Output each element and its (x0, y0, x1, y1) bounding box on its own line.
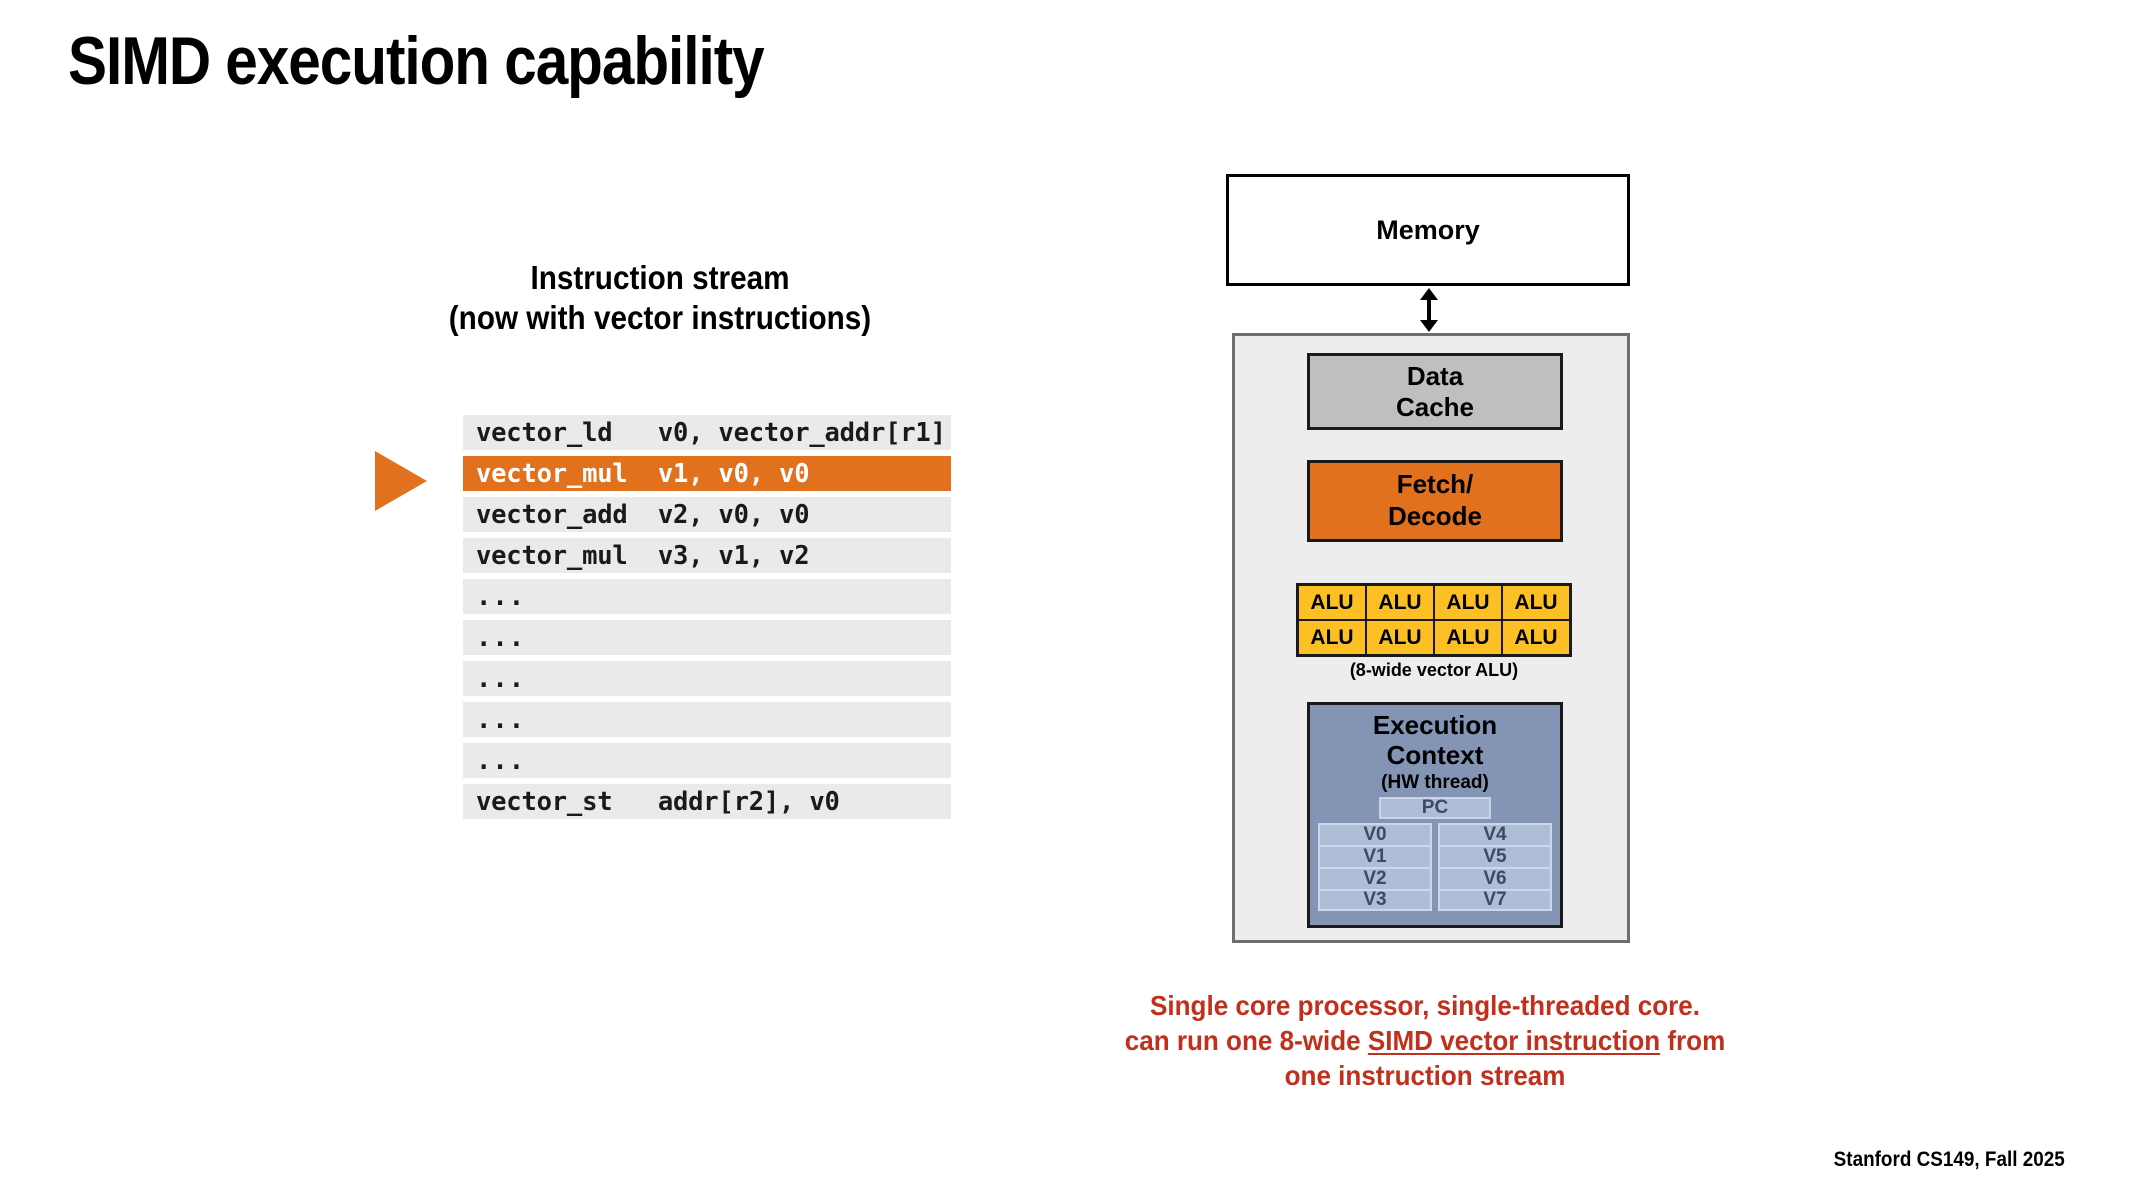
alu-unit: ALU (1503, 586, 1569, 619)
instruction-row[interactable]: vector_add v2, v0, v0 (463, 497, 951, 532)
vector-register: V6 (1438, 866, 1552, 889)
data-cache-block: Data Cache (1307, 353, 1563, 430)
instruction-row[interactable]: vector_st addr[r2], v0 (463, 784, 951, 819)
current-instruction-pointer-icon (375, 451, 427, 511)
vector-register-file: V0 V1 V2 V3 V4 V5 V6 V7 (1318, 822, 1552, 911)
alu-unit: ALU (1367, 586, 1433, 619)
instruction-row[interactable]: ... (463, 661, 951, 696)
instruction-row-current[interactable]: vector_mul v1, v0, v0 (463, 456, 951, 491)
caption-line2-pre: can run one 8-wide (1124, 1025, 1368, 1056)
data-cache-label-line2: Cache (1395, 391, 1475, 422)
execution-context-subtitle: (HW thread) (1381, 771, 1489, 793)
vector-register: V5 (1438, 844, 1552, 867)
execution-context-block: Execution Context (HW thread) PC V0 V1 V… (1307, 702, 1563, 928)
vector-register: V2 (1318, 866, 1432, 889)
instruction-row[interactable]: vector_mul v3, v1, v2 (463, 538, 951, 573)
alu-unit: ALU (1435, 586, 1501, 619)
fetch-decode-label-line2: Decode (1388, 501, 1482, 531)
vector-alu-caption: (8-wide vector ALU) (1349, 660, 1519, 680)
caption-line3: one instruction stream (1284, 1060, 1566, 1091)
program-counter-register: PC (1379, 796, 1491, 819)
alu-unit: ALU (1299, 621, 1365, 654)
vector-register: V1 (1318, 844, 1432, 867)
vector-register-column-right: V4 V5 V6 V7 (1438, 822, 1552, 911)
page-title: SIMD execution capability (68, 23, 765, 99)
fetch-decode-label-line1: Fetch/ (1396, 469, 1474, 500)
vector-register-column-left: V0 V1 V2 V3 (1318, 822, 1432, 911)
memory-label: Memory (1376, 214, 1480, 245)
vector-register: V4 (1438, 822, 1552, 845)
instruction-row[interactable]: vector_ld v0, vector_addr[r1] (463, 415, 951, 450)
execution-context-title-line2: Context (1386, 739, 1484, 770)
diagram-caption: Single core processor, single-threaded c… (1104, 988, 1746, 1093)
slide-footer: Stanford CS149, Fall 2025 (1833, 1148, 2065, 1171)
instruction-row[interactable]: ... (463, 620, 951, 655)
caption-line2-post: from (1660, 1025, 1726, 1056)
fetch-decode-block: Fetch/ Decode (1307, 460, 1563, 542)
instruction-stream-heading: Instruction stream (now with vector inst… (336, 258, 984, 339)
vector-register: V0 (1318, 822, 1432, 845)
instruction-row[interactable]: ... (463, 579, 951, 614)
instruction-row[interactable]: ... (463, 702, 951, 737)
vector-register: V7 (1438, 888, 1552, 911)
instruction-stream-heading-line2: (now with vector instructions) (448, 299, 872, 337)
instruction-stream-heading-line1: Instruction stream (530, 259, 790, 296)
instruction-list: vector_ld v0, vector_addr[r1] vector_mul… (463, 415, 951, 825)
caption-line1: Single core processor, single-threaded c… (1150, 990, 1700, 1021)
instruction-row[interactable]: ... (463, 743, 951, 778)
alu-unit: ALU (1367, 621, 1433, 654)
caption-line2: can run one 8-wide SIMD vector instructi… (1104, 1023, 1746, 1058)
alu-unit: ALU (1503, 621, 1569, 654)
data-cache-label-line1: Data (1406, 360, 1464, 391)
vector-alu-grid: ALU ALU ALU ALU ALU ALU ALU ALU (1296, 583, 1572, 657)
memory-bus-arrow-icon (1420, 288, 1438, 332)
memory-block: Memory (1226, 174, 1630, 286)
caption-line2-underlined: SIMD vector instruction (1367, 1025, 1661, 1056)
alu-unit: ALU (1299, 586, 1365, 619)
vector-register: V3 (1318, 888, 1432, 911)
alu-unit: ALU (1435, 621, 1501, 654)
execution-context-title: Execution Context (1310, 710, 1560, 771)
execution-context-title-line1: Execution (1372, 710, 1498, 740)
